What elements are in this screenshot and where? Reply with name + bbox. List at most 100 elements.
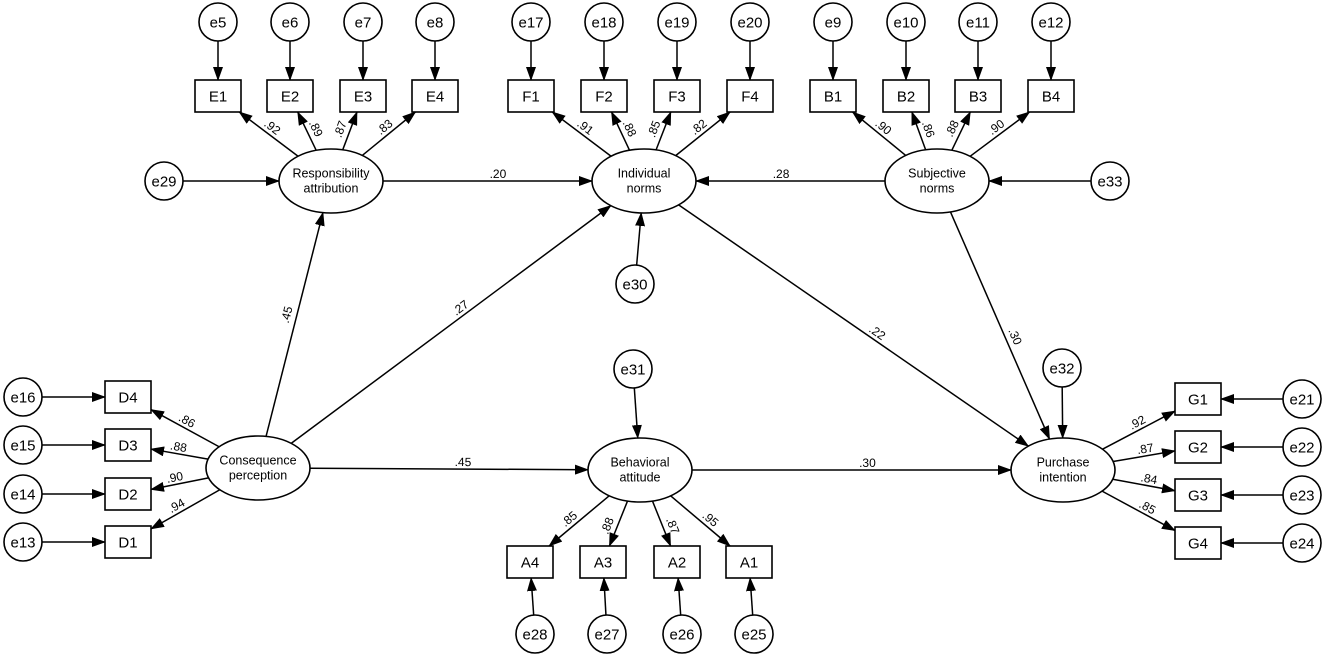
coefficient-label: .87 <box>663 515 682 536</box>
indicator-box <box>725 545 773 579</box>
indicator-E2: E2 <box>266 79 314 113</box>
error-e31: e31 <box>613 349 653 389</box>
error-circle <box>511 2 551 42</box>
indicator-D3: D3 <box>104 428 152 462</box>
indicator-label: F1 <box>522 89 540 106</box>
coefficient-label: .88 <box>942 118 962 139</box>
coefficient-label: .94 <box>166 495 188 516</box>
indicator-E3: E3 <box>339 79 387 113</box>
coefficient-label: .87 <box>1136 440 1155 457</box>
indicator-label: D1 <box>118 535 137 552</box>
indicator-label: A2 <box>668 555 686 572</box>
nodes-layer: ResponsibilityattributionIndividualnorms… <box>3 2 1322 654</box>
coefficient-label: .91 <box>574 117 596 138</box>
error-arrow <box>635 211 646 266</box>
error-circle <box>613 349 653 389</box>
indicator-box <box>339 79 387 113</box>
error-label: e29 <box>151 174 176 191</box>
error-circle <box>886 2 926 42</box>
error-arrow <box>674 577 684 616</box>
indicator-D1: D1 <box>104 525 152 559</box>
coefficient-label: .92 <box>261 117 283 138</box>
error-e22: e22 <box>1282 427 1322 467</box>
indicator-label: E3 <box>354 89 372 106</box>
loading-arrow <box>150 477 209 492</box>
indicator-F1: F1 <box>507 79 555 113</box>
error-label: e14 <box>10 487 35 504</box>
coefficient-label: .90 <box>165 469 184 486</box>
indicator-E4: E4 <box>411 79 459 113</box>
error-label: e9 <box>825 15 842 32</box>
error-e19: e19 <box>657 2 697 42</box>
error-e28: e28 <box>515 614 555 654</box>
latent-ellipse <box>1010 437 1116 503</box>
coefficient-label: .90 <box>985 116 1007 137</box>
latent-ellipse <box>278 148 384 214</box>
latent-label: Individual <box>618 167 671 181</box>
latent-label: perception <box>229 469 287 483</box>
error-circle <box>415 2 455 42</box>
error-label: e10 <box>893 15 918 32</box>
coefficient-label: .30 <box>859 456 876 470</box>
error-circle <box>584 2 624 42</box>
error-arrow <box>746 577 756 616</box>
loading-arrow <box>150 408 220 448</box>
indicator-label: G4 <box>1188 536 1208 553</box>
error-circle <box>1090 161 1130 201</box>
error-label: e24 <box>1289 536 1314 553</box>
error-circle <box>198 2 238 42</box>
error-e30: e30 <box>615 264 655 304</box>
indicator-box <box>506 545 554 579</box>
error-label: e17 <box>518 15 543 32</box>
indicator-G3: G3 <box>1174 478 1222 512</box>
error-circle <box>270 2 310 42</box>
indicator-box <box>266 79 314 113</box>
error-e16: e16 <box>3 377 43 417</box>
error-e26: e26 <box>662 614 702 654</box>
indicator-box <box>104 525 152 559</box>
error-label: e5 <box>210 15 227 32</box>
latent-label: attribution <box>304 182 359 196</box>
coefficient-label: .45 <box>455 455 472 469</box>
indicator-box <box>726 79 774 113</box>
error-label: e22 <box>1289 440 1314 457</box>
error-circle <box>1282 427 1322 467</box>
error-circle <box>730 2 770 42</box>
error-label: e28 <box>522 627 547 644</box>
error-e24: e24 <box>1282 523 1322 563</box>
indicator-box <box>411 79 459 113</box>
latent-ellipse <box>205 435 311 501</box>
error-e20: e20 <box>730 2 770 42</box>
error-label: e31 <box>620 362 645 379</box>
indicator-label: A1 <box>740 555 758 572</box>
error-e15: e15 <box>3 425 43 465</box>
error-circle <box>813 2 853 42</box>
coefficient-label: .86 <box>919 119 938 140</box>
loading-arrow <box>1112 448 1176 463</box>
loading-arrow <box>548 495 610 547</box>
error-e14: e14 <box>3 474 43 514</box>
error-e10: e10 <box>886 2 926 42</box>
loading-arrow <box>1112 478 1176 494</box>
loading-arrow <box>238 111 299 157</box>
loading-arrow <box>1102 410 1176 450</box>
error-arrow <box>599 577 610 616</box>
structural-path-arrow <box>949 211 1051 441</box>
error-e11: e11 <box>958 2 998 42</box>
indicator-B4: B4 <box>1027 79 1075 113</box>
latent-label: norms <box>627 182 662 196</box>
indicator-label: E4 <box>426 89 444 106</box>
indicator-F2: F2 <box>580 79 628 113</box>
indicator-B3: B3 <box>954 79 1002 113</box>
indicator-box <box>653 79 701 113</box>
indicator-label: B2 <box>897 89 915 106</box>
indicator-label: D2 <box>118 487 137 504</box>
loading-arrow <box>951 111 971 151</box>
error-arrow <box>527 577 537 616</box>
error-circle <box>3 425 43 465</box>
indicator-label: F4 <box>741 89 759 106</box>
indicator-box <box>1174 382 1222 416</box>
coefficient-label: .95 <box>700 508 722 530</box>
coefficient-label: .92 <box>1127 412 1149 432</box>
